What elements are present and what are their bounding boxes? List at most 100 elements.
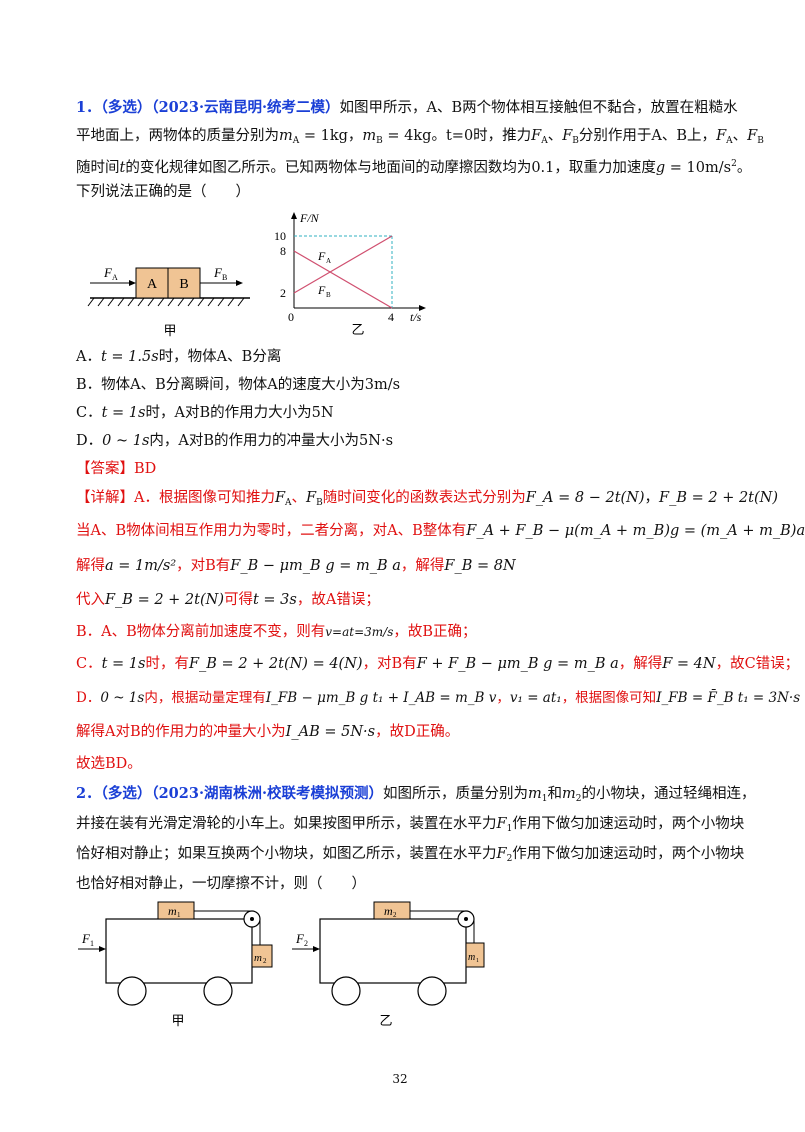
eq-b: F_B − μm_B g = m_B a (230, 558, 401, 574)
detail-4b: 可得 (223, 592, 253, 608)
q1-text-2c: 、 (547, 128, 563, 144)
fig-yi-caption: 乙 (351, 322, 364, 337)
eq-v: v=at=3m/s (325, 625, 394, 639)
detail-7c: ， (496, 690, 510, 706)
side-label-jia: m (254, 952, 262, 964)
fb-arrowhead (236, 280, 243, 286)
detail-fb-sub: B (316, 498, 323, 508)
q2-text-1a: 如图所示，质量分别为 (383, 786, 529, 802)
q1-line-3: 随时间t的变化规律如图乙所示。已知两物体与地面间的动摩擦因数均为0.1，取重力加… (76, 154, 751, 178)
graph-fb-label: F (317, 283, 326, 297)
detail-4a: 代入 (76, 592, 105, 608)
f1-arrowhead (99, 946, 106, 952)
m2-sub: 2 (575, 794, 582, 804)
y-axis-arrow (291, 212, 297, 219)
detail-1a: 【详解】A．根据图像可知推力 (76, 490, 275, 506)
option-d-math: 0 ~ 1s (102, 433, 150, 449)
eq-fa-t: F_A = 8 − 2t(N) (525, 490, 645, 506)
option-a-text: 时，物体A、B分离 (158, 349, 282, 365)
detail-1b: 、 (291, 490, 307, 506)
fa-line (293, 250, 393, 309)
g-symbol: g (655, 160, 666, 176)
eq-momentum: I_FB − μm_B g t₁ + I_AB = m_B v (265, 690, 497, 706)
ground-hatch (87, 297, 245, 307)
eq-fb-8: F_B = 8N (444, 558, 516, 574)
q1-text-1: 如图甲所示，A、B两个物体相互接触但不黏合，放置在粗糙水 (339, 100, 738, 116)
detail-6d: ，解得 (618, 656, 663, 672)
eq-fb-4: F_B = 2 + 2t(N) = 4(N) (188, 656, 363, 672)
FB-symbol-2: F (747, 128, 758, 144)
q2-line-4: 也恰好相对静止，一切摩擦不计，则（ ） (76, 876, 366, 892)
q2-text-2b: 作用下做匀加速运动时，两个小物块 (512, 816, 745, 832)
answer: 【答案】BD (76, 461, 157, 477)
detail-8b: ，故D正确。 (375, 724, 460, 740)
detail-line-6: C．t = 1s时，有F_B = 2 + 2t(N) = 4(N)，对B有F +… (76, 654, 799, 674)
FA-symbol-2: F (716, 128, 727, 144)
option-a-math: t = 1.5s (100, 349, 159, 365)
q2-tag: （多选）（2023·湖南株洲·校联考模拟预测） (100, 785, 384, 802)
top-label-jia: m (168, 904, 177, 918)
detail-line-1: 【详解】A．根据图像可知推力FA、FB随时间变化的函数表达式分别为F_A = 8… (76, 490, 779, 508)
graph-fa-sub: A (326, 257, 331, 265)
detail-fa: F (274, 490, 286, 506)
option-d-letter: D． (76, 433, 103, 449)
detail-3a: 解得 (76, 558, 105, 574)
detail-fa-sub: A (285, 498, 292, 508)
option-d-text: 内，A对B的作用力的冲量大小为 (149, 433, 360, 449)
q1-line-2: 平地面上，两物体的质量分别为mA = 1kg，mB = 4kg。t=0时，推力F… (76, 126, 764, 151)
eq-impulse: I_FB = F̄_B t₁ = 3N·s (656, 690, 801, 706)
q1-text-3c: 。 (736, 160, 752, 176)
side-sub-jia: 2 (263, 957, 267, 965)
option-d: D．0 ~ 1s内，A对B的作用力的冲量大小为5N·s (76, 431, 393, 451)
eq-a: a = 1m/s² (105, 558, 177, 574)
eq-iab: I_AB = 5N·s (285, 724, 376, 740)
option-d-value: 5N·s (359, 433, 394, 449)
FA-symbol: F (531, 128, 542, 144)
detail-7d: ，根据图像可知 (561, 690, 657, 706)
side-sub-yi: 1 (476, 958, 479, 964)
eq-b2: F + F_B − μm_B g = m_B a (416, 656, 619, 672)
fig-jia-caption: 甲 (163, 323, 176, 338)
detail-line-8: 解得A对B的作用力的冲量大小为I_AB = 5N·s，故D正确。 (76, 722, 459, 742)
eq-sub: F_B = 2 + 2t(N) (105, 592, 224, 608)
detail-1c: 随时间变化的函数表达式分别为 (322, 490, 526, 506)
q2-text-1c: 的小物块，通过轻绳相连， (581, 786, 756, 802)
top-sub-jia: 1 (177, 911, 181, 919)
m1-sub: 1 (541, 794, 548, 804)
block-side-yi (465, 942, 485, 968)
detail-3c: ，解得 (400, 558, 445, 574)
mB-value: = 4kg (382, 128, 432, 144)
fig-jia-fb-label: F (213, 265, 223, 280)
q2-figure-yi: m 2 m 1 F 2 乙 (292, 901, 485, 1028)
q2-fig-yi-caption: 乙 (379, 1013, 392, 1028)
option-a-letter: A． (76, 349, 101, 365)
graph-fa-label: F (317, 249, 326, 263)
top-label-yi: m (384, 904, 393, 918)
tick-y-10: 10 (274, 229, 286, 243)
fig-jia-fb-sub: B (222, 273, 227, 282)
detail-6e: ，故C错误； (715, 656, 800, 672)
m2-symbol: m (562, 786, 576, 802)
m1-symbol: m (528, 786, 542, 802)
q1-text-2d: 分别作用于A、B上， (578, 128, 717, 144)
option-c: C．t = 1s时，A对B的作用力大小为5N (76, 403, 334, 423)
tick-x-0: 0 (288, 310, 294, 324)
fig-jia-fa-sub: A (112, 273, 118, 282)
eq-range: 0 ~ 1s (100, 690, 145, 706)
fa-arrowhead (129, 280, 136, 286)
eq-t1: t = 1s (101, 656, 146, 672)
detail-5a: B．A、B物体分离前加速度不变，则有 (76, 624, 326, 640)
FB-sub-2: B (757, 136, 764, 146)
eq-v1: v₁ = at₁ (509, 690, 562, 706)
fig-jia-fa-label: F (103, 265, 113, 280)
t-symbol: t (119, 160, 126, 176)
y-axis-label: F/N (299, 211, 320, 225)
q2-text-1b: 和 (547, 786, 563, 802)
detail-7b: 内，根据动量定理有 (144, 690, 266, 706)
f2-sub: 2 (506, 854, 513, 864)
f2-label: F (295, 931, 305, 946)
cart-body-jia (105, 918, 253, 984)
eq-fb-t: F_B = 2 + 2t(N) (659, 490, 779, 506)
f1-label-sub: 1 (90, 939, 94, 948)
q2-text-3b: 作用下做匀加速运动时，两个小物块 (512, 846, 745, 862)
